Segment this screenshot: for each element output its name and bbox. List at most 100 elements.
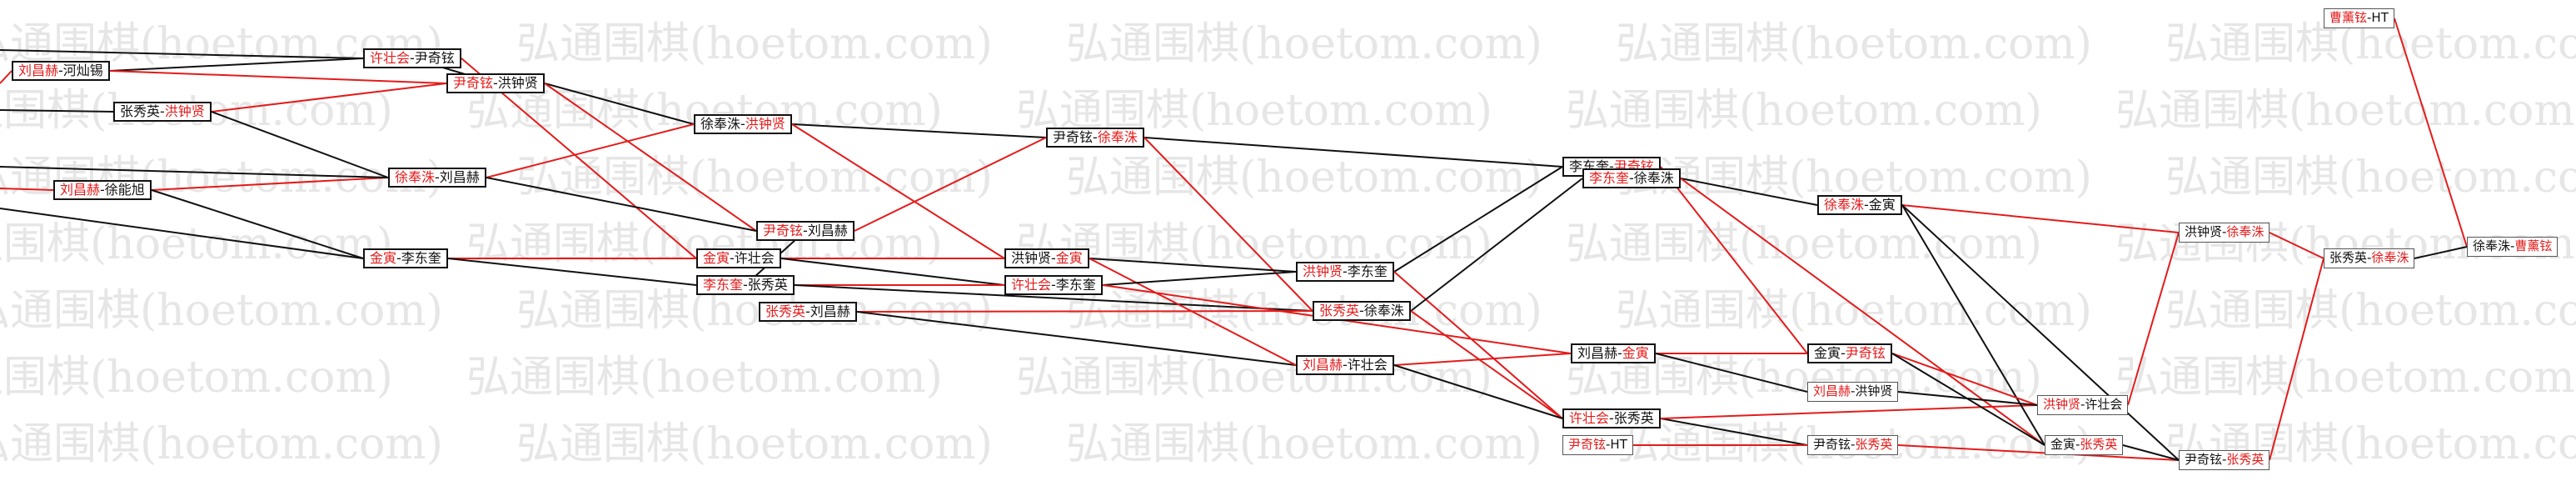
winner-connector (791, 123, 1005, 259)
winner-name: 徐奉洙 (2226, 224, 2265, 239)
loser-connector (1089, 258, 1297, 273)
loser-connector (1144, 137, 1563, 168)
match-node: 尹奇铉-张秀英 (1807, 435, 1899, 455)
loser-connector (447, 258, 697, 286)
loser-connector (794, 284, 1313, 312)
winner-name: 刘昌赫 (18, 63, 59, 78)
player-name: -许壮会 (2080, 397, 2123, 412)
winner-name: 张秀英 (2080, 437, 2118, 452)
winner-name: 张秀英 (1319, 303, 1360, 318)
match-node: 徐奉洙-金寅 (1817, 195, 1902, 215)
player-name: 洪钟贤- (1011, 250, 1056, 266)
player-name: -徐奉洙 (1629, 170, 1674, 186)
player-name: -许壮会 (730, 250, 775, 266)
player-name: -HT (2367, 10, 2389, 25)
match-node: 金寅-尹奇铉 (1807, 343, 1892, 363)
match-node: 金寅-许壮会 (696, 248, 781, 268)
match-node: 洪钟贤-徐奉洙 (2179, 223, 2270, 243)
match-node: 李东奎-张秀英 (696, 275, 795, 295)
match-node: 刘昌赫-许壮会 (1296, 355, 1394, 375)
winner-name: 李东奎 (1589, 170, 1630, 186)
match-node: 洪钟贤-李东奎 (1296, 262, 1394, 282)
loser-connector (780, 258, 1005, 286)
winner-connector (1891, 353, 2038, 406)
winner-connector (544, 83, 757, 232)
player-name: 刘昌赫- (1577, 345, 1622, 361)
winner-name: 徐奉洙 (2371, 250, 2409, 265)
player-name: 尹奇铉- (1053, 129, 1098, 145)
player-name: -金寅 (1864, 197, 1896, 213)
incoming-connector (0, 188, 54, 191)
winner-name: 徐奉洙 (1824, 197, 1865, 213)
match-node: 徐奉洙-曹薰铉 (2467, 237, 2559, 257)
match-node: 许壮会-尹奇铉 (363, 48, 461, 68)
winner-name: 许壮会 (370, 50, 411, 66)
match-node: 尹奇铉-刘昌赫 (756, 221, 855, 241)
winner-name: 张秀英 (765, 303, 806, 319)
winner-name: 徐奉洙 (1097, 129, 1138, 145)
winner-name: 李东奎 (703, 277, 744, 293)
loser-connector (1655, 353, 1808, 393)
winner-name: 洪钟贤 (1303, 263, 1343, 279)
winner-connector (1393, 353, 1572, 366)
player-name: 洪钟贤- (2185, 224, 2227, 239)
player-name: 金寅- (1814, 345, 1846, 361)
player-name: 尹奇铉- (1813, 437, 1856, 452)
match-node: 尹奇铉-HT (1562, 435, 1633, 455)
player-name: -许壮会 (1343, 357, 1388, 373)
match-node: 洪钟贤-许壮会 (2037, 395, 2129, 415)
winner-connector (109, 70, 447, 84)
match-node: 尹奇铉-徐奉洙 (1046, 128, 1144, 148)
winner-name: 徐奉洙 (395, 169, 436, 185)
winner-connector (1901, 204, 2180, 233)
winner-connector (1680, 178, 2045, 446)
match-node: 尹奇铉-洪钟贤 (446, 73, 545, 93)
match-node: 徐奉洙-刘昌赫 (388, 168, 486, 188)
loser-connector (856, 311, 1297, 366)
player-name: -李东奎 (1343, 263, 1388, 279)
winner-connector (856, 310, 1313, 313)
player-name: 张秀英- (120, 103, 165, 119)
winner-name: 尹奇铉 (763, 223, 804, 238)
match-node: 张秀英-徐奉洙 (1313, 301, 1411, 321)
player-name: -河灿锡 (58, 63, 103, 78)
match-node: 刘昌赫-洪钟贤 (1807, 382, 1899, 402)
player-name: -李东奎 (1051, 277, 1096, 293)
winner-name: 金寅 (703, 250, 730, 266)
loser-connector (2122, 444, 2180, 461)
winner-name: 刘昌赫 (60, 182, 101, 198)
winner-name: 洪钟贤 (164, 103, 205, 119)
match-node: 张秀英-徐奉洙 (2324, 248, 2415, 268)
player-name: -洪钟贤 (1851, 383, 1893, 398)
winner-name: 许壮会 (1011, 277, 1052, 293)
winner-name: 张秀英 (2226, 452, 2265, 467)
winner-connector (1089, 258, 1297, 366)
incoming-connector (0, 109, 114, 113)
player-name: 张秀英- (2329, 250, 2372, 265)
loser-connector (109, 58, 364, 72)
loser-connector (1393, 166, 1563, 273)
winner-connector (1660, 166, 1808, 354)
match-node: 曹薰铉-HT (2324, 8, 2394, 28)
match-node: 许壮会-张秀英 (1562, 408, 1661, 428)
match-node: 刘昌赫-河灿锡 (12, 61, 110, 81)
match-node: 刘昌赫-金寅 (1571, 343, 1656, 363)
winner-connector (1393, 271, 1563, 419)
winner-connector (2269, 258, 2324, 461)
winner-connector (2127, 232, 2180, 406)
winner-name: 曹薰铉 (2329, 10, 2368, 25)
loser-connector (2414, 246, 2468, 259)
winner-name: 刘昌赫 (1303, 357, 1343, 373)
winner-connector (1144, 137, 1313, 312)
winner-name: 洪钟贤 (745, 116, 785, 132)
loser-connector (544, 83, 695, 125)
winner-name: 洪钟贤 (2043, 397, 2081, 412)
winner-name: 张秀英 (1855, 437, 1893, 452)
loser-connector (1901, 204, 2045, 446)
player-name: -张秀英 (1609, 410, 1654, 426)
loser-connector (1393, 364, 1563, 419)
winner-connector (854, 137, 1047, 232)
match-node: 徐奉洙-洪钟贤 (694, 114, 792, 134)
player-name: 金寅- (2050, 437, 2080, 452)
